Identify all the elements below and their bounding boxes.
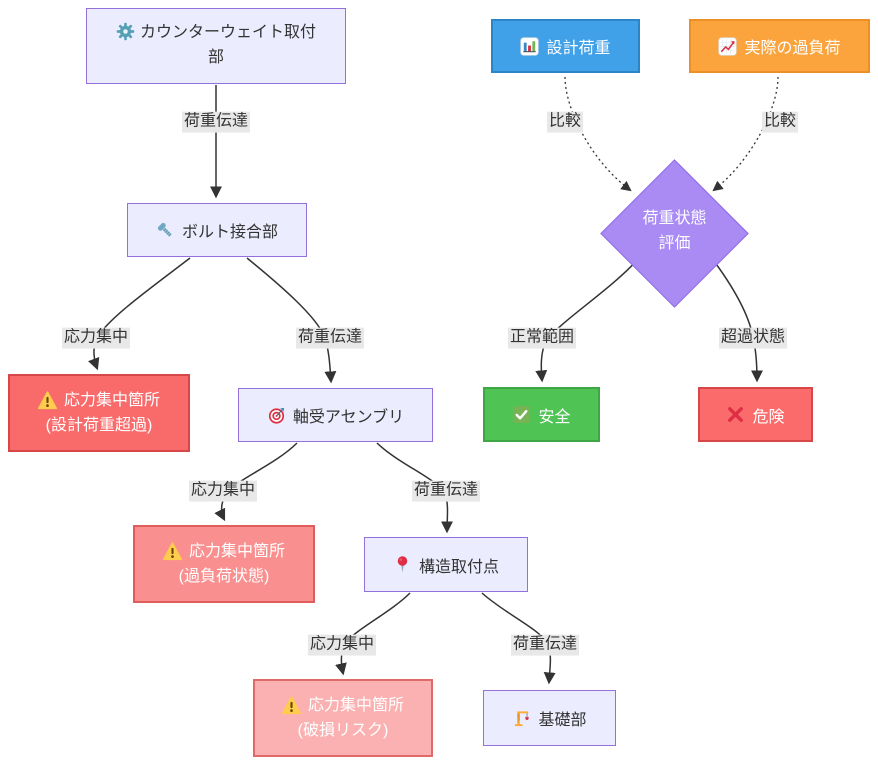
- node-bearing-assembly: 軸受アセンブリ: [238, 388, 433, 442]
- node-stress-damage-risk: 応力集中箇所 (破損リスク): [253, 679, 433, 757]
- node-label: 応力集中箇所: [63, 391, 160, 409]
- edge-label-load-transfer: 荷重伝達: [411, 480, 481, 502]
- cross-mark-icon: [728, 407, 744, 422]
- gear-icon: [116, 22, 135, 41]
- edge-label-compare: 比較: [761, 111, 799, 133]
- node-label: ボルト接合部: [181, 224, 278, 241]
- node-label: 安全: [538, 408, 571, 426]
- node-label: カウンターウェイト取付部: [139, 24, 316, 66]
- edge-label-stress-concentration: 応力集中: [307, 634, 377, 656]
- node-label-line2: 評価: [658, 234, 691, 252]
- node-title-row: 応力集中箇所: [37, 389, 160, 413]
- node-design-load: 設計荷重: [491, 19, 640, 73]
- node-title-row: 応力集中箇所: [162, 540, 285, 564]
- node-label: 実際の過負荷: [744, 40, 841, 57]
- warning-icon: [281, 696, 301, 715]
- pushpin-icon: [397, 556, 408, 573]
- node-sublabel: (破損リスク): [297, 721, 389, 739]
- node-label-wrap: カウンターウェイト取付部: [110, 21, 322, 71]
- node-safe: 安全: [483, 387, 600, 442]
- bolt-icon: [157, 222, 172, 237]
- edge-label-stress-concentration: 応力集中: [188, 480, 258, 502]
- chart-increasing-icon: [718, 36, 738, 56]
- node-label: 構造取付点: [418, 558, 499, 576]
- node-sublabel: (過負荷状態): [178, 567, 270, 585]
- warning-icon: [162, 542, 182, 561]
- node-label-line1: 荷重状態: [642, 210, 707, 227]
- node-label: 応力集中箇所: [307, 696, 404, 714]
- node-actual-overload: 実際の過負荷: [689, 19, 870, 73]
- node-foundation: 基礎部: [483, 690, 616, 746]
- node-structural-mount-point: 構造取付点: [364, 537, 528, 592]
- edge-label-load-transfer: 荷重伝達: [295, 327, 365, 349]
- node-stress-overload: 応力集中箇所 (過負荷状態): [133, 525, 315, 603]
- node-title-row: 応力集中箇所: [281, 694, 404, 718]
- edge-label-normal-range: 正常範囲: [507, 327, 577, 349]
- target-icon: [268, 407, 284, 424]
- check-mark-icon: [513, 405, 531, 424]
- node-label: 危険: [752, 408, 785, 426]
- node-load-evaluation-label: 荷重状態 評価: [602, 207, 747, 257]
- node-danger: 危険: [698, 387, 813, 442]
- node-label: 設計荷重: [546, 40, 611, 57]
- edge-label-stress-concentration: 応力集中: [61, 327, 131, 349]
- node-stress-design-exceeded: 応力集中箇所 (設計荷重超過): [8, 374, 190, 452]
- edge-label-load-transfer: 荷重伝達: [181, 111, 251, 133]
- edge-label-compare: 比較: [546, 111, 584, 133]
- warning-icon: [37, 391, 57, 410]
- node-label: 軸受アセンブリ: [292, 409, 405, 426]
- node-bolt-joint: ボルト接合部: [127, 203, 307, 257]
- node-label: 基礎部: [538, 712, 587, 729]
- edge-label-exceeded-state: 超過状態: [718, 327, 788, 349]
- node-sublabel: (設計荷重超過): [45, 416, 153, 434]
- edge-label-load-transfer: 荷重伝達: [510, 634, 580, 656]
- bar-chart-icon: [520, 36, 540, 56]
- construction-crane-icon: [515, 710, 530, 726]
- node-counterweight-mount: カウンターウェイト取付部: [86, 8, 346, 84]
- dotted-edges: [564, 76, 779, 192]
- node-label: 応力集中箇所: [188, 542, 285, 560]
